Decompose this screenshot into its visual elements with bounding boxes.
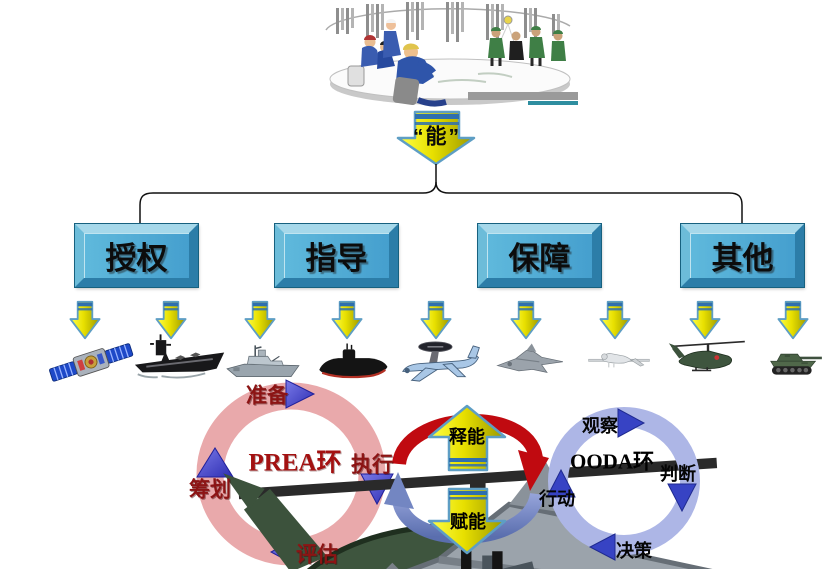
category-box-authorize: 授权 [74, 223, 199, 288]
ooda-stage-observe: 观察 [582, 416, 618, 436]
down-arrow-icon [244, 300, 276, 340]
endow-down-arrow-icon [427, 487, 507, 555]
awacs-aircraft-icon [402, 341, 481, 382]
category-box-support: 保障 [477, 223, 602, 288]
helicopter-icon [668, 340, 747, 372]
tank-icon [770, 353, 823, 376]
endow-energy-label: 赋能 [450, 512, 486, 532]
release-arc-head-icon [518, 450, 549, 491]
prea-arrow-top-icon [285, 379, 316, 409]
prea-stage-assess: 评估 [296, 543, 338, 567]
connector-tree [139, 164, 743, 223]
prea-stage-prepare: 准备 [246, 384, 288, 408]
ooda-stage-act: 行动 [539, 489, 575, 509]
down-arrow-icon [777, 300, 809, 340]
down-arrow-icon [331, 300, 363, 340]
prea-loop-title: PREA环 [248, 449, 342, 477]
category-label: 指导 [305, 241, 368, 276]
ooda-arrow-top-icon [617, 408, 646, 438]
endow-arc-head-icon [384, 472, 414, 509]
prea-arrow-left-icon [196, 447, 234, 478]
energy-exchange [384, 404, 549, 555]
prea-stage-execute: 执行 [351, 453, 393, 477]
satellite-icon [48, 339, 134, 386]
down-arrow-icon [155, 300, 187, 340]
down-arrow-icon [689, 300, 721, 340]
ooda-arrow-bottom-icon [588, 533, 616, 561]
command-center-illustration [325, 2, 578, 107]
prea-stage-plan: 筹划 [189, 478, 231, 502]
category-label: 保障 [508, 241, 571, 276]
capability-arrows [69, 300, 809, 340]
energy-arrow-icon [396, 110, 476, 166]
category-box-other: 其他 [680, 223, 805, 288]
energy-source-label: “能” [413, 125, 461, 149]
fighter-jet-icon [496, 342, 564, 373]
category-box-guide: 指导 [274, 223, 399, 288]
ooda-stage-decide: 决策 [616, 541, 652, 561]
ooda-arrow-right-icon [667, 483, 697, 513]
prea-loop [196, 379, 807, 569]
down-arrow-icon [420, 300, 452, 340]
uav-drone-icon [588, 353, 650, 368]
destroyer-icon [226, 344, 300, 378]
release-up-arrow-icon [427, 404, 507, 472]
ooda-loop [546, 407, 700, 561]
asset-row [48, 333, 823, 386]
down-arrow-icon [599, 300, 631, 340]
submarine-icon [317, 342, 389, 379]
ooda-loop-title: OODA环 [570, 449, 654, 474]
release-energy-label: 释能 [449, 427, 485, 447]
ooda-arrow-left-icon [546, 468, 576, 498]
aircraft-carrier-icon [133, 333, 226, 379]
ooda-stage-orient: 判断 [660, 464, 696, 484]
category-label: 其他 [711, 241, 774, 276]
down-arrow-icon [510, 300, 542, 340]
category-label: 授权 [105, 241, 168, 276]
down-arrow-icon [69, 300, 101, 340]
